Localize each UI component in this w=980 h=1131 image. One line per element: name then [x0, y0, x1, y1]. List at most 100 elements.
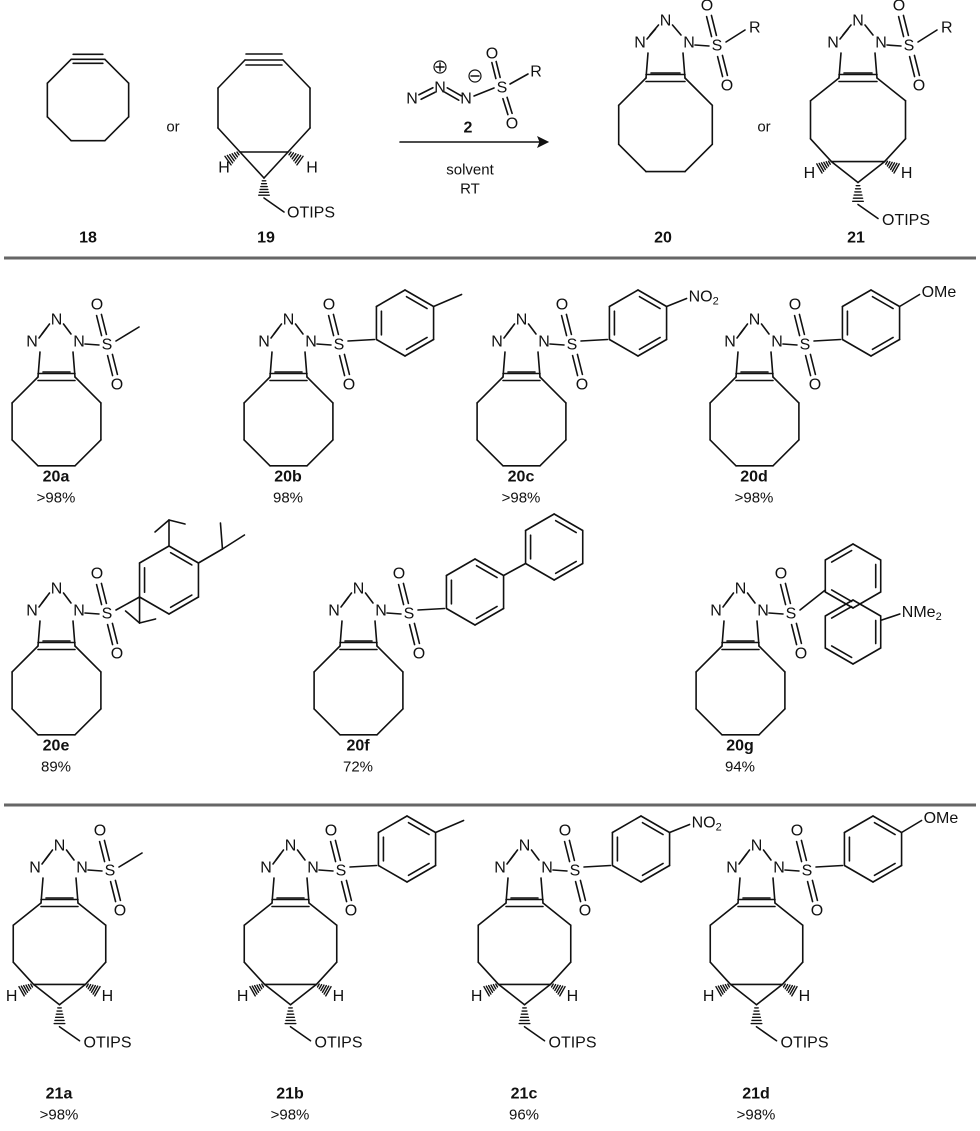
- r-group-label: R: [530, 64, 542, 81]
- oxygen-label: O: [393, 566, 405, 583]
- bond: [219, 522, 224, 550]
- nitrogen-label: N: [406, 91, 418, 108]
- nitrogen-label: N: [283, 312, 295, 329]
- substituent-label: NO2: [692, 814, 722, 834]
- bond: [95, 583, 103, 606]
- oxygen-label: O: [345, 903, 357, 920]
- bond: [323, 985, 330, 995]
- bond: [523, 983, 552, 1006]
- bond: [258, 983, 263, 990]
- bond: [852, 647, 882, 665]
- bond: [318, 983, 323, 990]
- bond: [611, 864, 642, 883]
- bond: [306, 376, 334, 404]
- nitrogen-label: N: [29, 860, 41, 877]
- bond: [799, 589, 827, 611]
- bond: [243, 376, 271, 404]
- nitrogen-label: N: [827, 35, 839, 52]
- oxygen-label: O: [576, 377, 588, 394]
- bond: [37, 351, 41, 378]
- bond: [506, 96, 513, 115]
- bond: [608, 289, 639, 308]
- bond: [886, 161, 891, 167]
- bond: [30, 983, 34, 988]
- nitrogen-label: N: [735, 581, 747, 598]
- bond: [296, 155, 304, 166]
- bond: [27, 983, 32, 990]
- bond: [100, 313, 108, 336]
- positive-charge-icon: [433, 60, 447, 74]
- bond: [857, 203, 879, 220]
- bond: [243, 439, 271, 467]
- bond: [138, 618, 157, 624]
- bond: [608, 338, 639, 357]
- bond: [897, 15, 905, 38]
- bond: [46, 116, 72, 142]
- bond: [793, 314, 801, 337]
- bond: [168, 519, 186, 525]
- bond: [313, 645, 341, 673]
- bond: [111, 622, 119, 645]
- bond: [306, 439, 334, 467]
- bond: [294, 323, 304, 335]
- r-group-label: R: [749, 20, 761, 37]
- bond: [795, 622, 803, 645]
- bond: [92, 985, 99, 995]
- bond: [332, 313, 340, 336]
- bond: [755, 983, 784, 1006]
- bond: [830, 160, 859, 184]
- bond: [84, 343, 100, 346]
- oxygen-label: O: [913, 78, 925, 95]
- bond: [830, 645, 853, 659]
- bond: [233, 152, 239, 158]
- bond: [798, 313, 806, 336]
- bond: [809, 138, 833, 163]
- condition-solvent: solvent: [446, 162, 494, 179]
- nitrogen-label: N: [494, 860, 506, 877]
- bond: [554, 984, 559, 992]
- bond: [408, 623, 416, 646]
- bond: [781, 961, 804, 986]
- bond: [287, 127, 311, 153]
- bond: [684, 143, 714, 173]
- bond: [291, 153, 297, 160]
- hydrogen-label: H: [218, 160, 230, 177]
- bond: [124, 610, 141, 624]
- bond: [509, 73, 529, 85]
- bond: [539, 439, 567, 467]
- bond: [682, 52, 686, 79]
- bond: [217, 127, 241, 153]
- oxygen-label: O: [791, 823, 803, 840]
- bond: [755, 1025, 778, 1042]
- bond: [871, 295, 894, 310]
- bond: [824, 599, 854, 617]
- yield-label: 98%: [273, 490, 303, 507]
- sulfur-label: S: [404, 606, 415, 623]
- bond: [321, 984, 328, 994]
- bond: [852, 543, 882, 561]
- bond: [109, 880, 117, 903]
- bond: [402, 582, 410, 605]
- bond: [617, 143, 647, 173]
- bond: [571, 354, 579, 377]
- hydrogen-label: H: [237, 988, 249, 1005]
- r-group-label: R: [941, 20, 953, 37]
- bond: [445, 558, 476, 577]
- bond: [197, 548, 224, 564]
- bond: [476, 439, 504, 467]
- bond: [800, 839, 808, 862]
- bond: [338, 354, 346, 377]
- bond: [11, 439, 39, 467]
- bond: [445, 607, 476, 626]
- compound-number: 21a: [46, 1086, 73, 1103]
- bond: [885, 160, 889, 165]
- bond: [736, 327, 746, 339]
- bond: [404, 289, 435, 308]
- bond: [386, 612, 402, 615]
- bond: [883, 138, 907, 163]
- bond: [114, 879, 122, 902]
- bond: [705, 15, 713, 38]
- nitrogen-label: N: [660, 13, 672, 30]
